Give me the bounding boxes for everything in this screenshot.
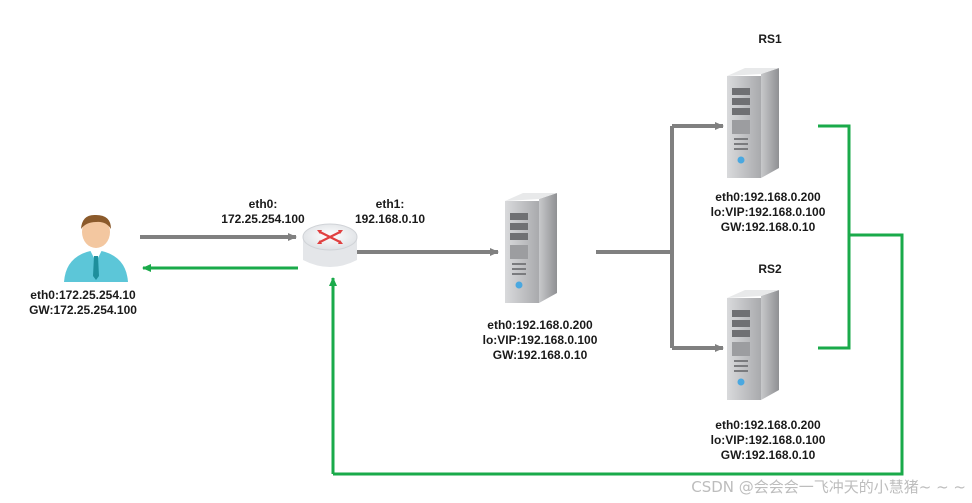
rs1-gw: GW:192.168.0.10	[720, 220, 816, 234]
router-eth1-name: eth1:	[375, 197, 405, 211]
router-eth0-name: eth0:	[248, 197, 278, 211]
watermark: CSDN @会会会一飞冲天的小慧猪~ ~ ~	[691, 478, 966, 496]
director-gw: GW:192.168.0.10	[492, 348, 588, 362]
rs1-title: RS1	[758, 32, 782, 46]
rs2-title: RS2	[758, 262, 782, 276]
rs1-ip: eth0:192.168.0.200	[715, 190, 821, 204]
rs1-vip: lo:VIP:192.168.0.100	[710, 205, 826, 219]
director-to-rs-links	[596, 126, 674, 348]
router-eth1-ip: 192.168.0.10	[354, 212, 426, 226]
rs2-ip: eth0:192.168.0.200	[715, 418, 821, 432]
client-ip: eth0:172.25.254.10	[30, 288, 136, 302]
rs2-vip: lo:VIP:192.168.0.100	[710, 433, 826, 447]
router-eth0-label: eth0: 172.25.254.100	[208, 197, 318, 227]
router-eth0-ip: 172.25.254.100	[221, 212, 305, 226]
rs2-gw: GW:192.168.0.10	[720, 448, 816, 462]
director-vip: lo:VIP:192.168.0.100	[482, 333, 598, 347]
rs1-return-path	[333, 124, 904, 476]
rs1-label: eth0:192.168.0.200 lo:VIP:192.168.0.100 …	[693, 190, 843, 235]
rs1-server-icon	[727, 68, 779, 178]
client-gw: GW:172.25.254.100	[29, 303, 137, 317]
router-eth1-label: eth1: 192.168.0.10	[340, 197, 440, 227]
director-server-icon	[505, 193, 557, 303]
client-label: eth0:172.25.254.10 GW:172.25.254.100	[20, 288, 146, 318]
rs2-label: eth0:192.168.0.200 lo:VIP:192.168.0.100 …	[693, 418, 843, 463]
director-label: eth0:192.168.0.200 lo:VIP:192.168.0.100 …	[465, 318, 615, 363]
director-ip: eth0:192.168.0.200	[487, 318, 593, 332]
rs2-server-icon	[727, 290, 779, 400]
rs2-return-path	[818, 235, 851, 350]
user-icon	[64, 214, 128, 282]
router-icon	[302, 223, 358, 267]
